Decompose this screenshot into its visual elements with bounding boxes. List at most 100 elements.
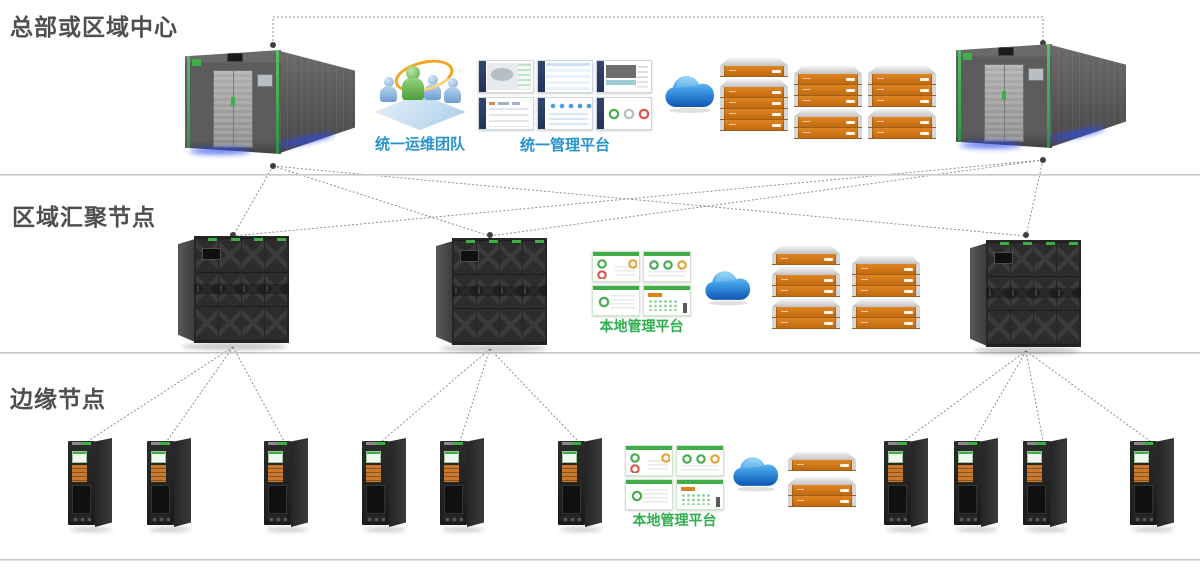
screen-gauge-table: [625, 479, 673, 510]
screen-gauge-table: [592, 285, 640, 316]
cabinet-door: [1011, 242, 1033, 345]
modular-datacenter-right: [956, 38, 1126, 156]
tier-separator: [0, 559, 1200, 561]
cabinet-side: [436, 241, 453, 344]
server-unit: [868, 117, 936, 128]
edge-rack: [68, 438, 112, 532]
tier-separator: [0, 174, 1200, 176]
edge-rack: [954, 438, 998, 532]
server-top-cover: [720, 79, 788, 87]
server-unit: [772, 286, 840, 297]
server-stack: [772, 246, 840, 331]
rack-side: [95, 438, 112, 527]
server-unit: [772, 307, 840, 318]
rack-status-led: [453, 442, 463, 445]
modular-datacenter-left: [185, 44, 355, 162]
edge-rack: [147, 438, 191, 532]
tier-edge: 边缘节点: [0, 353, 1200, 571]
rack-door-window: [72, 485, 91, 514]
rack-shadow: [956, 527, 998, 532]
cabinet-door: [477, 240, 499, 343]
cabinet-door: [523, 240, 545, 343]
server-unit: [794, 85, 862, 96]
cabinet-side: [178, 239, 195, 342]
server-stack: [788, 452, 856, 509]
server-unit: [852, 286, 920, 297]
person-icon-leader: [402, 66, 424, 102]
rack-side: [981, 438, 998, 527]
rack-front: [1023, 441, 1050, 525]
server-unit: [788, 485, 856, 496]
server-unit: [868, 85, 936, 96]
rack-control-panel: [957, 515, 977, 522]
server-unit: [772, 318, 840, 329]
rack-server-modules: [151, 465, 166, 482]
rack-shadow: [1025, 527, 1067, 532]
datacenter-front-wall: [185, 50, 281, 154]
server-stack: [868, 66, 936, 141]
server-top-cover: [720, 58, 788, 66]
rack-door-window: [888, 485, 907, 514]
cabinet-door: [265, 238, 287, 341]
tier-hq-title: 总部或区域中心: [10, 14, 178, 40]
cabinet-shadow: [440, 345, 546, 352]
local-platform-screens-regional: [592, 251, 691, 316]
rack-shadow: [1132, 527, 1174, 532]
server-stack: [794, 66, 862, 141]
rack-control-panel: [365, 515, 385, 522]
rack-door-window: [268, 485, 287, 514]
server-top-cover: [788, 477, 856, 485]
tier-separator: [0, 352, 1200, 354]
server-unit: [868, 128, 936, 139]
rack-shadow: [149, 527, 191, 532]
screen-calendar: [643, 285, 691, 316]
cabinet-front: [452, 238, 547, 345]
rack-control-panel: [150, 515, 170, 522]
rack-server-modules: [562, 465, 577, 482]
green-strip: [1047, 44, 1050, 148]
green-strip: [958, 44, 961, 148]
datacenter-door: [213, 70, 253, 148]
rack-shadow: [364, 527, 406, 532]
rack-shadow: [560, 527, 602, 532]
brand-badge: [963, 53, 972, 60]
rack-shadow: [886, 527, 928, 532]
server-unit: [794, 128, 862, 139]
rack-side: [585, 438, 602, 527]
rack-shadow: [266, 527, 308, 532]
cloud-icon: [665, 76, 714, 113]
server-unit: [852, 307, 920, 318]
server-unit: [720, 109, 788, 120]
rack-server-modules: [268, 465, 283, 482]
blue-glow: [189, 148, 251, 154]
rack-side: [174, 438, 191, 527]
server-top-cover: [772, 267, 840, 275]
ops-team-label: 统一运维团队: [374, 136, 465, 153]
screen-gauges: [676, 445, 724, 476]
cabinet-door: [196, 238, 218, 341]
status-screen: [998, 47, 1014, 56]
unified-platform-label: 统一管理平台: [519, 137, 610, 154]
rack-screen: [1134, 451, 1149, 463]
server-top-cover: [794, 66, 862, 74]
tier-edge-title: 边缘节点: [10, 386, 106, 412]
rack-status-led: [1036, 442, 1046, 445]
rack-door-window: [1027, 485, 1046, 514]
server-unit: [852, 275, 920, 286]
server-unit: [772, 275, 840, 286]
rack-status-led: [277, 442, 287, 445]
rack-front: [884, 441, 911, 525]
tier-hq: 总部或区域中心 统一运维团队: [0, 0, 1200, 175]
rack-server-modules: [366, 465, 381, 482]
cabinet-screen: [460, 250, 479, 262]
screen-icons: [537, 97, 593, 130]
screen-table: [537, 60, 593, 93]
tier-regional: 区域汇聚节点 本地管理: [0, 175, 1200, 354]
server-top-cover: [868, 66, 936, 74]
server-unit: [788, 496, 856, 507]
rack-screen: [1027, 451, 1042, 463]
screen-gauges: [643, 251, 691, 282]
person-icon: [380, 77, 397, 103]
server-unit: [720, 98, 788, 109]
rack-screen: [444, 451, 459, 463]
